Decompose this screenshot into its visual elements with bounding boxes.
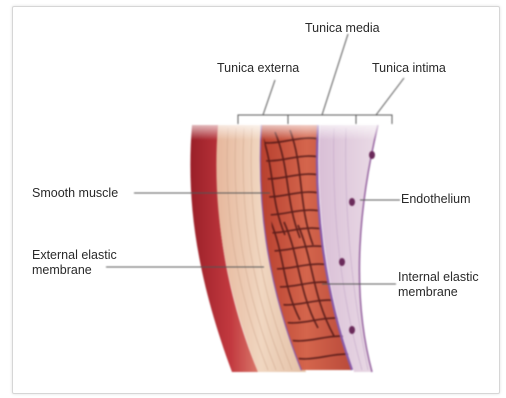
leader-tunica-intima — [376, 78, 404, 115]
label-endothelium: Endothelium — [401, 192, 471, 207]
label-tunica-externa: Tunica externa — [217, 61, 299, 76]
label-tunica-intima: Tunica intima — [372, 61, 446, 76]
label-smooth-muscle: Smooth muscle — [32, 186, 118, 201]
leader-tunica-media — [322, 34, 348, 115]
label-external-elastic-membrane: External elastic membrane — [32, 248, 117, 278]
leader-tunica-externa — [263, 80, 275, 115]
label-tunica-media: Tunica media — [305, 21, 380, 36]
label-internal-elastic-membrane: Internal elastic membrane — [398, 270, 479, 300]
